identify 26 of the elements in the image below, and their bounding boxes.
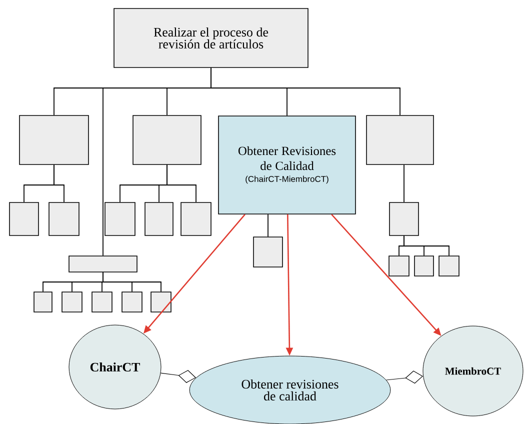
empty-box [253, 236, 283, 268]
empty-box [122, 292, 142, 312]
empty-box [34, 292, 52, 312]
empty-box [48, 202, 80, 236]
empty-box [9, 202, 39, 236]
empty-box [389, 202, 419, 236]
empty-box [366, 115, 434, 165]
tree-line [54, 164, 64, 203]
empty-box [104, 202, 136, 236]
tree-line [166, 164, 196, 203]
empty-box [414, 256, 434, 276]
empty-box [92, 292, 112, 312]
empty-box [388, 256, 410, 276]
tree-line [404, 235, 450, 256]
empty-box [150, 292, 172, 312]
empty-box [68, 256, 138, 272]
tree-line [102, 272, 162, 292]
empty-box [19, 115, 89, 165]
empty-box [132, 115, 202, 165]
empty-box [62, 292, 82, 312]
tree-line [210, 67, 400, 116]
process-box: Realizar el proceso de revisión de artículos [114, 8, 308, 68]
process-box: Obtener Revisiones de Calidad (ChairCT-MiembroCT) [218, 116, 356, 214]
empty-box [144, 202, 174, 236]
empty-box [438, 256, 460, 276]
empty-box [180, 202, 212, 236]
